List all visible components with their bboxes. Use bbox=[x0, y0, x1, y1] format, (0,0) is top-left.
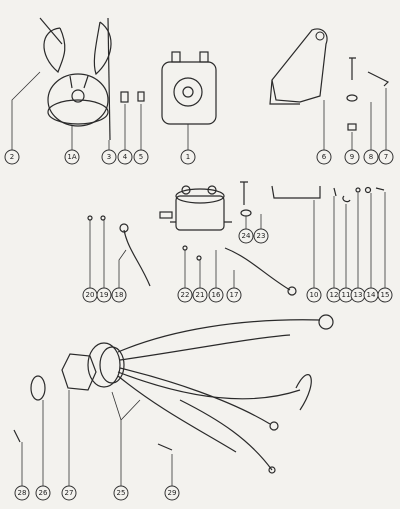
part-o-ring bbox=[30, 375, 46, 401]
svg-text:18: 18 bbox=[115, 291, 124, 299]
part-gasket bbox=[61, 353, 97, 391]
svg-text:19: 19 bbox=[100, 291, 109, 299]
callout-22: 22 bbox=[177, 287, 193, 303]
svg-text:10: 10 bbox=[310, 291, 319, 299]
callout-28: 28 bbox=[14, 485, 30, 501]
callout-21: 21 bbox=[192, 287, 208, 303]
callout-1a: 1A bbox=[64, 149, 80, 165]
part-pin bbox=[13, 429, 21, 443]
svg-text:17: 17 bbox=[230, 291, 239, 299]
part-clip bbox=[157, 443, 173, 451]
part-wiring-harness bbox=[87, 314, 334, 474]
part-wire-17 bbox=[224, 247, 291, 291]
svg-text:11: 11 bbox=[342, 291, 351, 299]
callout-9: 9 bbox=[344, 149, 360, 165]
part-screw-24 bbox=[240, 181, 252, 217]
callout-3: 3 bbox=[101, 149, 117, 165]
svg-text:15: 15 bbox=[381, 291, 390, 299]
callout-15: 15 bbox=[377, 287, 393, 303]
svg-text:21: 21 bbox=[196, 291, 205, 299]
callout-18: 18 bbox=[111, 287, 127, 303]
part-square-capacitor bbox=[161, 51, 217, 125]
svg-text:1A: 1A bbox=[67, 153, 76, 161]
callout-24: 24 bbox=[238, 228, 254, 244]
callout-7: 7 bbox=[378, 149, 394, 165]
part-bracket bbox=[269, 28, 328, 105]
callout-5: 5 bbox=[133, 149, 149, 165]
svg-text:22: 22 bbox=[181, 291, 190, 299]
svg-text:25: 25 bbox=[117, 489, 126, 497]
callout-2: 2 bbox=[4, 149, 20, 165]
callout-13: 13 bbox=[350, 287, 366, 303]
callout-27: 27 bbox=[61, 485, 77, 501]
svg-text:27: 27 bbox=[65, 489, 74, 497]
svg-text:29: 29 bbox=[168, 489, 177, 497]
svg-text:12: 12 bbox=[330, 291, 339, 299]
part-round-capacitor bbox=[39, 17, 112, 127]
part-screw-washers bbox=[346, 57, 390, 131]
callout-20: 20 bbox=[82, 287, 98, 303]
callout-17: 17 bbox=[226, 287, 242, 303]
svg-text:5: 5 bbox=[139, 153, 143, 161]
callout-26: 26 bbox=[35, 485, 51, 501]
part-wire-3 bbox=[107, 17, 111, 141]
callout-14: 14 bbox=[363, 287, 379, 303]
callout-6: 6 bbox=[316, 149, 332, 165]
part-small-nuts bbox=[120, 91, 145, 103]
part-cable-18 bbox=[123, 229, 151, 287]
svg-text:7: 7 bbox=[384, 153, 388, 161]
svg-text:20: 20 bbox=[86, 291, 95, 299]
callout-1: 1 bbox=[180, 149, 196, 165]
svg-text:4: 4 bbox=[123, 153, 128, 161]
svg-text:9: 9 bbox=[350, 153, 354, 161]
svg-text:6: 6 bbox=[322, 153, 327, 161]
svg-text:28: 28 bbox=[18, 489, 27, 497]
svg-text:13: 13 bbox=[354, 291, 363, 299]
svg-text:8: 8 bbox=[369, 153, 373, 161]
callout-19: 19 bbox=[96, 287, 112, 303]
svg-text:14: 14 bbox=[367, 291, 376, 299]
callout-29: 29 bbox=[164, 485, 180, 501]
part-small-hardware bbox=[333, 186, 385, 203]
svg-text:23: 23 bbox=[257, 232, 266, 240]
svg-text:26: 26 bbox=[39, 489, 48, 497]
leader-lines bbox=[11, 71, 387, 492]
part-bracket-10 bbox=[271, 185, 321, 199]
svg-text:1: 1 bbox=[186, 153, 190, 161]
callout-25: 25 bbox=[113, 485, 129, 501]
callout-16: 16 bbox=[208, 287, 224, 303]
part-small-bits-19-22 bbox=[87, 215, 202, 261]
callout-4: 4 bbox=[117, 149, 133, 165]
svg-text:16: 16 bbox=[212, 291, 221, 299]
svg-text:3: 3 bbox=[107, 153, 111, 161]
part-solenoid bbox=[159, 185, 232, 231]
callout-8: 8 bbox=[363, 149, 379, 165]
callout-23: 23 bbox=[253, 228, 269, 244]
callout-10: 10 bbox=[306, 287, 322, 303]
svg-text:2: 2 bbox=[10, 153, 14, 161]
svg-text:24: 24 bbox=[242, 232, 251, 240]
